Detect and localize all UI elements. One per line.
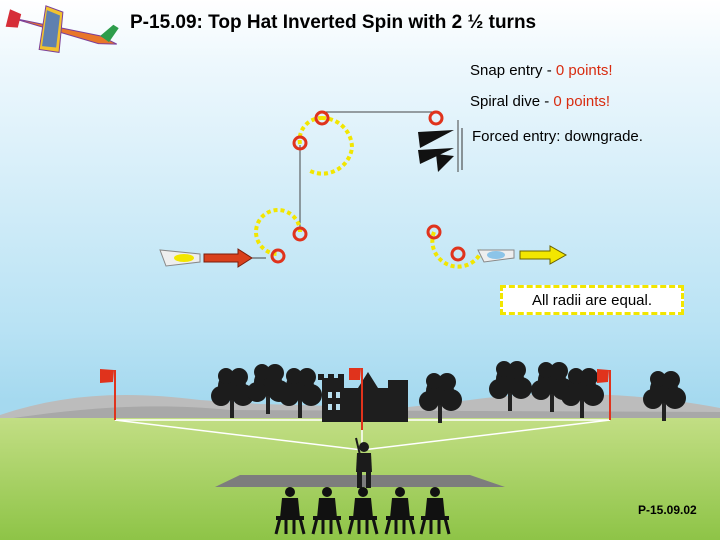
airplane-logo-icon bbox=[5, 5, 119, 53]
pilot-figure-icon bbox=[355, 437, 372, 488]
page-title: P-15.09: Top Hat Inverted Spin with 2 ½ … bbox=[130, 12, 536, 34]
note-forced-entry: Forced entry: downgrade. bbox=[472, 128, 643, 145]
footer-code: P-15.09.02 bbox=[638, 503, 697, 517]
note-label: Forced entry: downgrade. bbox=[472, 128, 643, 145]
note-spiral-dive: Spiral dive - 0 points! bbox=[470, 93, 610, 110]
airplane-exit-icon bbox=[477, 245, 568, 265]
note-label: Spiral dive - bbox=[470, 93, 554, 110]
note-label: Snap entry - bbox=[470, 62, 556, 79]
radii-note-box: All radii are equal. bbox=[500, 285, 684, 315]
pennant-icon bbox=[100, 368, 611, 430]
figure-code: P-15.09 bbox=[130, 12, 197, 33]
castle-icon bbox=[318, 372, 408, 422]
note-points: 0 points! bbox=[553, 93, 611, 110]
note-points: 0 points! bbox=[555, 62, 613, 79]
airplane-entry-icon bbox=[159, 248, 253, 268]
title-text: Top Hat Inverted Spin with 2 ½ turns bbox=[208, 12, 537, 33]
radii-note: All radii are equal. bbox=[531, 291, 653, 309]
note-snap-entry: Snap entry - 0 points! bbox=[470, 62, 613, 79]
maneuver-path bbox=[240, 110, 484, 269]
title-separator: : bbox=[196, 12, 203, 33]
